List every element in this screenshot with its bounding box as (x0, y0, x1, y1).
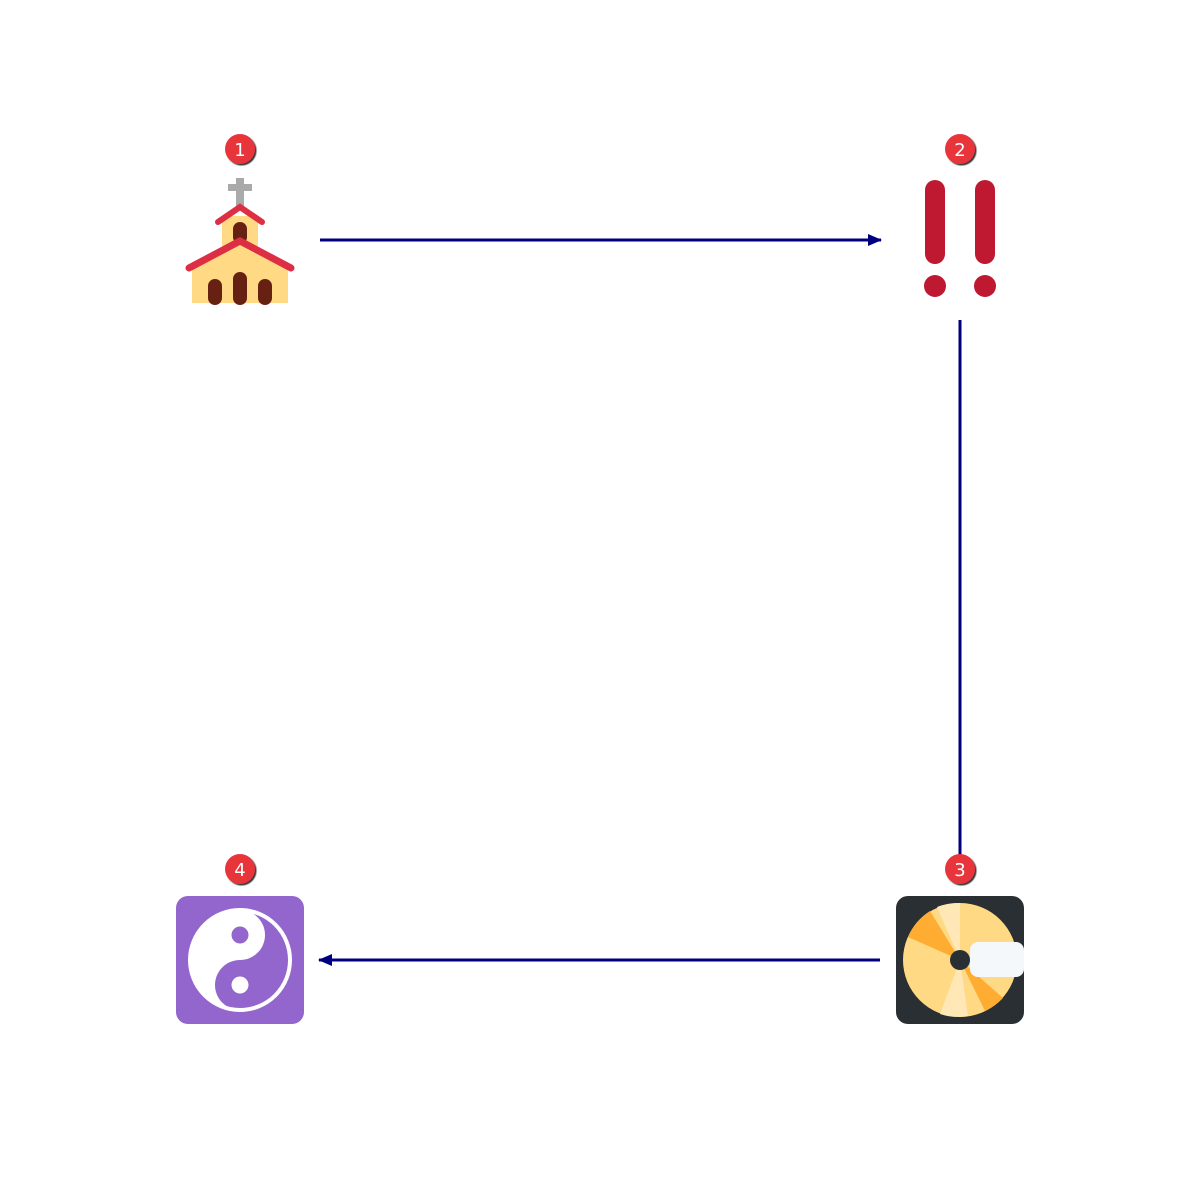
node-badge-3: 3 (945, 854, 975, 884)
badge-number: 1 (234, 140, 245, 161)
badge-number: 3 (954, 860, 965, 881)
church-icon (185, 178, 295, 305)
node-badge-4: 4 (225, 854, 255, 884)
double-exclamation-icon (924, 180, 996, 297)
minidisc-icon (896, 896, 1024, 1024)
yin-yang-icon (176, 896, 304, 1024)
badge-number: 2 (954, 140, 965, 161)
badge-number: 4 (234, 860, 245, 881)
node-badge-2: 2 (945, 134, 975, 164)
node-badge-1: 1 (225, 134, 255, 164)
